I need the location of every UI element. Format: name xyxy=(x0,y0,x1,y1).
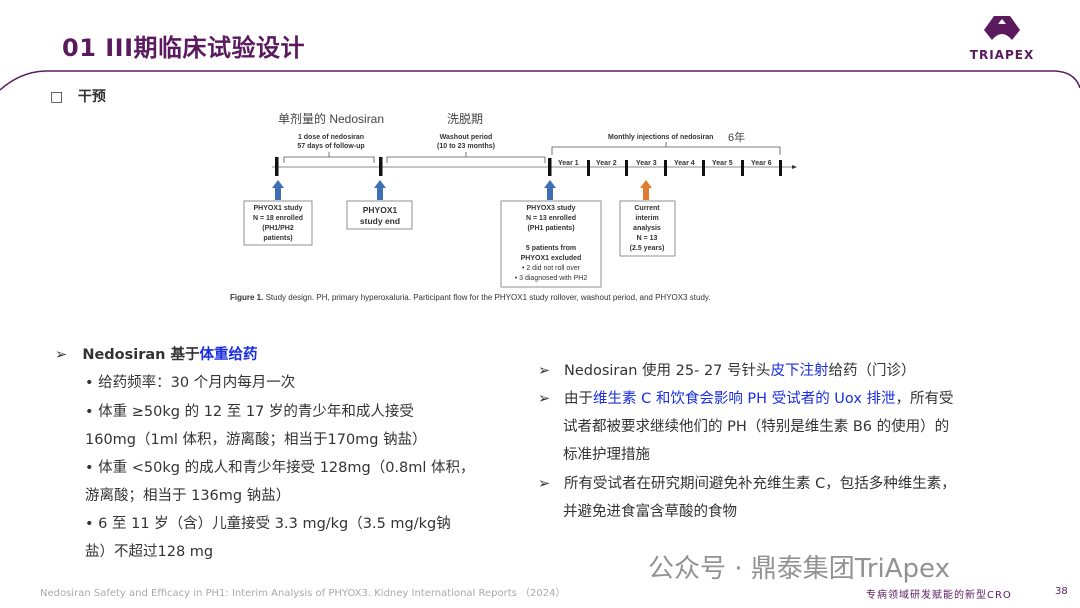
caption-label: Figure 1. xyxy=(230,293,263,302)
right-para-2-line2: 试者都被要求继续他们的 PH（特别是维生素 B6 的使用）的 xyxy=(563,419,950,435)
box3-line5: 5 patients from xyxy=(526,245,576,252)
p1c: 给药（门诊） xyxy=(828,363,916,379)
checkbox-bullet-icon: □ xyxy=(50,89,64,105)
p2b: 维生素 C 和饮食会影响 PH 受试者的 Uox 排泄 xyxy=(592,391,896,407)
brace1-line2: 57 days of follow-up xyxy=(297,143,364,150)
box3-line1: PHYOX3 study xyxy=(526,205,575,212)
header-divider xyxy=(0,70,1080,91)
left-line-3: 160mg（1ml 体积，游离酸；相当于170mg 钠盐） xyxy=(85,432,427,448)
box3-line2: N = 13 enrolled xyxy=(526,215,576,222)
annot-washout: 洗脱期 xyxy=(447,111,483,126)
p1b: 皮下注射 xyxy=(770,363,829,379)
caption-text: Study design. PH, primary hyperoxaluria.… xyxy=(263,293,710,302)
triapex-logo-icon xyxy=(984,16,1020,40)
box1-line2: N = 18 enrolled xyxy=(253,215,303,222)
arrows xyxy=(272,180,652,200)
left-line-1: • 给药频率：30 个月内每月一次 xyxy=(85,375,296,391)
box4-line3: analysis xyxy=(633,225,661,232)
p1a: Nedosiran 使用 25- 27 号针头 xyxy=(563,363,771,379)
logo: TRIAPEX xyxy=(962,14,1042,62)
page-title: 01 III期临床试验设计 xyxy=(62,34,306,62)
section-heading: □ 干预 xyxy=(50,86,106,106)
box3-line3: (PH1 patients) xyxy=(527,225,574,232)
left-heading: ➢ Nedosiran 基于体重给药 xyxy=(55,343,258,364)
figure-caption: Figure 1. Study design. PH, primary hype… xyxy=(230,293,711,302)
arrow-bullet-icon: ➢ xyxy=(538,391,551,407)
citation: Nedosiran Safety and Efficacy in PH1: In… xyxy=(40,588,566,599)
box2-line1: PHYOX1 xyxy=(363,205,398,215)
timeline-ticks xyxy=(275,157,782,176)
brace3-label: Monthly injections of nedosiran xyxy=(608,134,713,141)
brace2-line1: Washout period xyxy=(440,134,493,141)
box4-line1: Current xyxy=(634,205,660,212)
box1-line1: PHYOX1 study xyxy=(253,205,302,212)
box4-line2: interim xyxy=(635,215,658,222)
left-line-2: • 体重 ≥50kg 的 12 至 17 岁的青少年和成人接受 xyxy=(85,404,414,420)
box1-line3: (PH1/PH2 xyxy=(262,225,294,232)
left-line-4: • 体重 <50kg 的成人和青少年接受 128mg（0.8ml 体积， xyxy=(85,460,475,476)
left-heading-a: Nedosiran 基于 xyxy=(82,347,200,363)
watermark: 公众号 · 鼎泰集团TriApex xyxy=(648,554,950,584)
box2-line2: study end xyxy=(360,216,400,226)
right-para-3-line2: 并避免进食富含草酸的食物 xyxy=(563,504,737,520)
right-para-2: ➢ 由于维生素 C 和饮食会影响 PH 受试者的 Uox 排泄，所有受 xyxy=(538,387,954,408)
annot-single-dose: 单剂量的 Nedosiran xyxy=(278,111,384,126)
p2c: ，所有受 xyxy=(895,391,954,407)
left-line-7: 盐）不超过128 mg xyxy=(85,544,214,560)
braces xyxy=(283,142,781,163)
box3-line6: PHYOX1 excluded xyxy=(521,255,582,262)
arrow-bullet-icon: ➢ xyxy=(55,347,68,363)
arrow-bullet-icon: ➢ xyxy=(538,363,551,379)
year-3: Year 3 xyxy=(636,160,657,167)
box3-line7: • 2 did not roll over xyxy=(522,265,581,272)
year-2: Year 2 xyxy=(596,160,617,167)
box4-line5: (2.5 years) xyxy=(630,245,665,252)
p2a: 由于 xyxy=(563,391,593,407)
year-5: Year 5 xyxy=(712,160,733,167)
annot-years: 6年 xyxy=(728,130,745,144)
brace2-line2: (10 to 23 months) xyxy=(437,143,495,150)
logo-text: TRIAPEX xyxy=(969,48,1035,62)
left-line-5: 游离酸；相当于 136mg 钠盐） xyxy=(85,488,291,504)
box3-line8: • 3 diagnosed with PH2 xyxy=(515,275,588,282)
right-para-3: ➢ 所有受试者在研究期间避免补充维生素 C，包括多种维生素， xyxy=(538,472,956,493)
section-label: 干预 xyxy=(77,89,106,105)
arrow-bullet-icon: ➢ xyxy=(538,476,551,492)
page-number: 38 xyxy=(1055,586,1068,597)
right-para-2-line3: 标准护理措施 xyxy=(563,447,650,463)
left-heading-b: 体重给药 xyxy=(199,347,258,363)
right-para-1: ➢ Nedosiran 使用 25- 27 号针头皮下注射给药（门诊） xyxy=(538,359,916,380)
box4-line4: N = 13 xyxy=(637,235,658,242)
brace1-line1: 1 dose of nedosiran xyxy=(298,134,364,141)
year-4: Year 4 xyxy=(674,160,695,167)
box1-line4: patients) xyxy=(263,235,292,242)
year-6: Year 6 xyxy=(751,160,772,167)
study-design-figure: 单剂量的 Nedosiran 洗脱期 1 dose of nedosiran 5… xyxy=(230,111,797,302)
year-1: Year 1 xyxy=(558,160,579,167)
p3a: 所有受试者在研究期间避免补充维生素 C，包括多种维生素， xyxy=(563,476,956,492)
slogan: 专病领域研发赋能的新型CRO xyxy=(866,590,1012,601)
left-line-6: • 6 至 11 岁（含）儿童接受 3.3 mg/kg（3.5 mg/kg钠 xyxy=(85,516,451,532)
